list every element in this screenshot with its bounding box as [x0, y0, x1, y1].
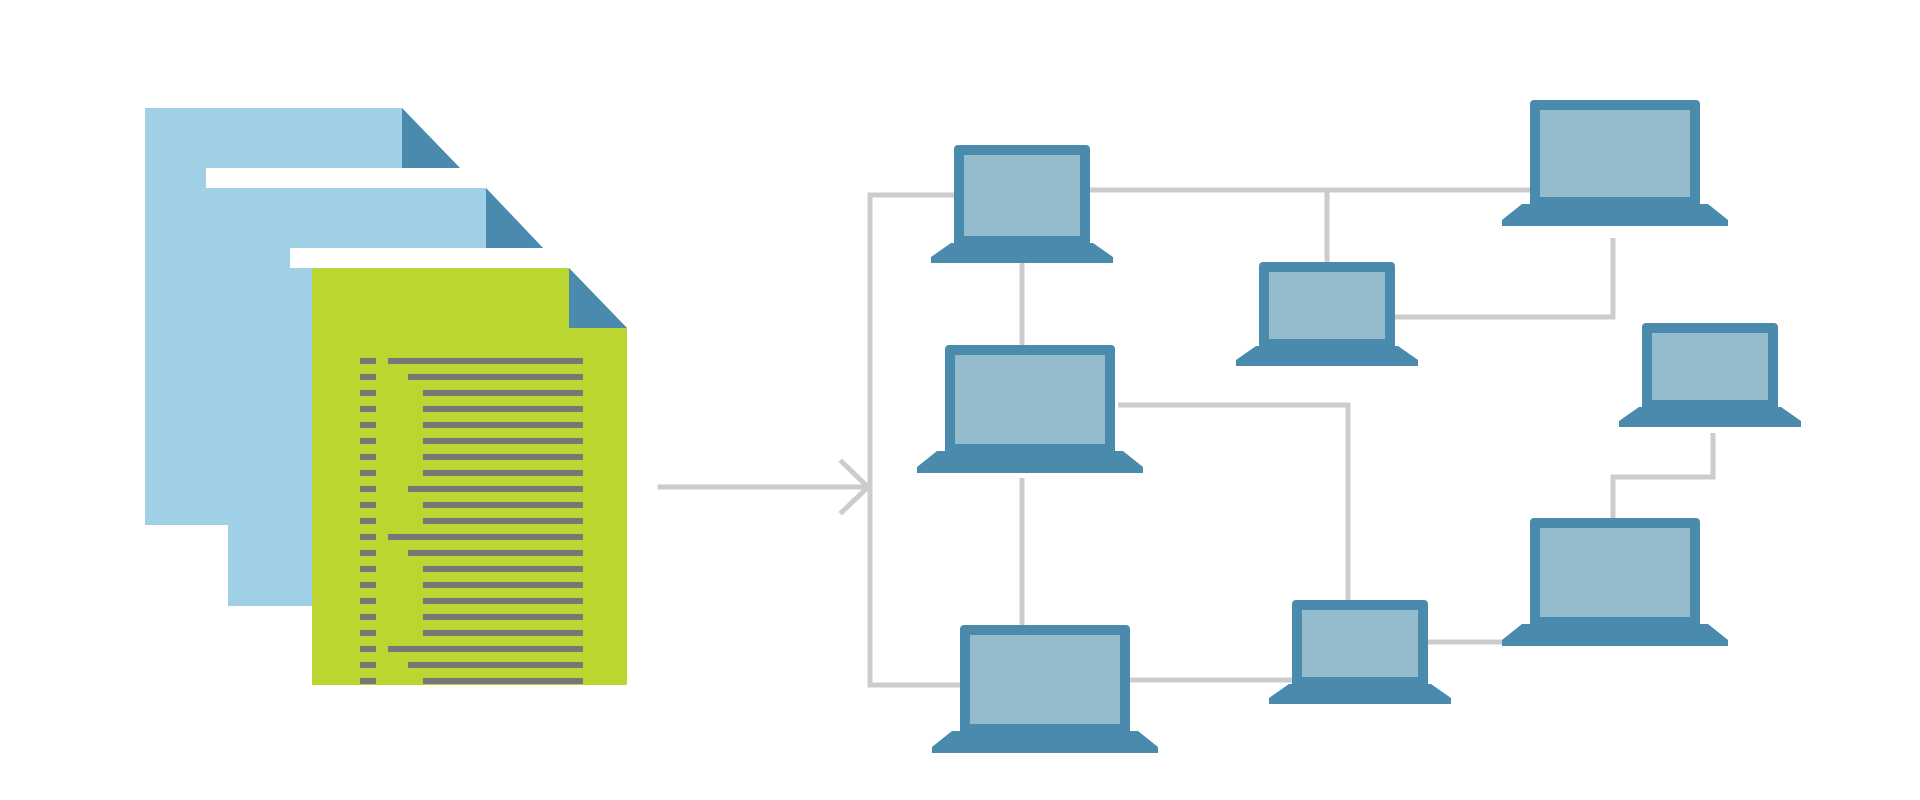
code-line-marker [360, 662, 376, 668]
code-line-marker [360, 614, 376, 620]
code-line [423, 630, 583, 636]
laptop-display [1652, 333, 1768, 400]
code-document-icon [290, 248, 627, 685]
code-line [423, 598, 583, 604]
laptop-icon [931, 145, 1113, 263]
laptop-display [964, 155, 1080, 236]
code-line-marker [360, 630, 376, 636]
code-line [408, 374, 583, 380]
arrow-right-icon [657, 458, 872, 516]
code-line-marker [360, 598, 376, 604]
code-line-marker [360, 390, 376, 396]
code-line-marker [360, 358, 376, 364]
code-line-marker [360, 422, 376, 428]
laptop-icon [1502, 100, 1728, 226]
laptop-icon [917, 345, 1143, 473]
laptop-icon [1502, 518, 1728, 646]
code-line [423, 502, 583, 508]
laptop-display [1269, 272, 1385, 339]
code-line [423, 678, 583, 684]
code-line-marker [360, 534, 376, 540]
code-line-marker [360, 470, 376, 476]
laptop-display [1540, 110, 1690, 197]
laptop-base [1502, 624, 1728, 646]
code-line [423, 390, 583, 396]
code-line [423, 438, 583, 444]
network-connectors [867, 187, 1716, 688]
code-line [388, 646, 583, 652]
code-line [423, 582, 583, 588]
code-line-marker [360, 374, 376, 380]
laptop-base [932, 731, 1158, 753]
code-line-marker [360, 486, 376, 492]
laptop-display [1540, 528, 1690, 617]
laptop-icon [932, 625, 1158, 753]
connector-line [867, 192, 1000, 688]
code-line [388, 534, 583, 540]
laptop-base [1502, 204, 1728, 226]
code-line [408, 662, 583, 668]
laptop-base [1236, 346, 1418, 366]
laptop-icon [1236, 262, 1418, 366]
code-line [388, 358, 583, 364]
laptop-icon [1619, 323, 1801, 427]
network-nodes [917, 100, 1801, 753]
code-line-marker [360, 406, 376, 412]
laptop-base [1269, 684, 1451, 704]
code-line [408, 486, 583, 492]
laptop-icon [1269, 600, 1451, 704]
code-line [423, 518, 583, 524]
laptop-display [1302, 610, 1418, 677]
code-line-marker [360, 438, 376, 444]
code-line [423, 406, 583, 412]
code-line-marker [360, 678, 376, 684]
code-line [423, 454, 583, 460]
code-line-marker [360, 454, 376, 460]
code-lines [360, 358, 583, 684]
code-line-marker [360, 502, 376, 508]
connector-line [1610, 433, 1716, 519]
connector-line [1393, 238, 1616, 320]
code-line-marker [360, 550, 376, 556]
laptop-base [917, 451, 1143, 473]
code-line [408, 550, 583, 556]
code-line-marker [360, 566, 376, 572]
code-line-marker [360, 518, 376, 524]
code-line [423, 422, 583, 428]
code-line [423, 566, 583, 572]
code-line-marker [360, 646, 376, 652]
laptop-display [955, 355, 1105, 444]
laptop-display [970, 635, 1120, 724]
code-line-marker [360, 582, 376, 588]
laptop-base [931, 243, 1113, 263]
laptop-base [1619, 407, 1801, 427]
connector-line [1118, 402, 1351, 600]
code-line [423, 614, 583, 620]
document-stack [145, 108, 627, 685]
code-line [423, 470, 583, 476]
